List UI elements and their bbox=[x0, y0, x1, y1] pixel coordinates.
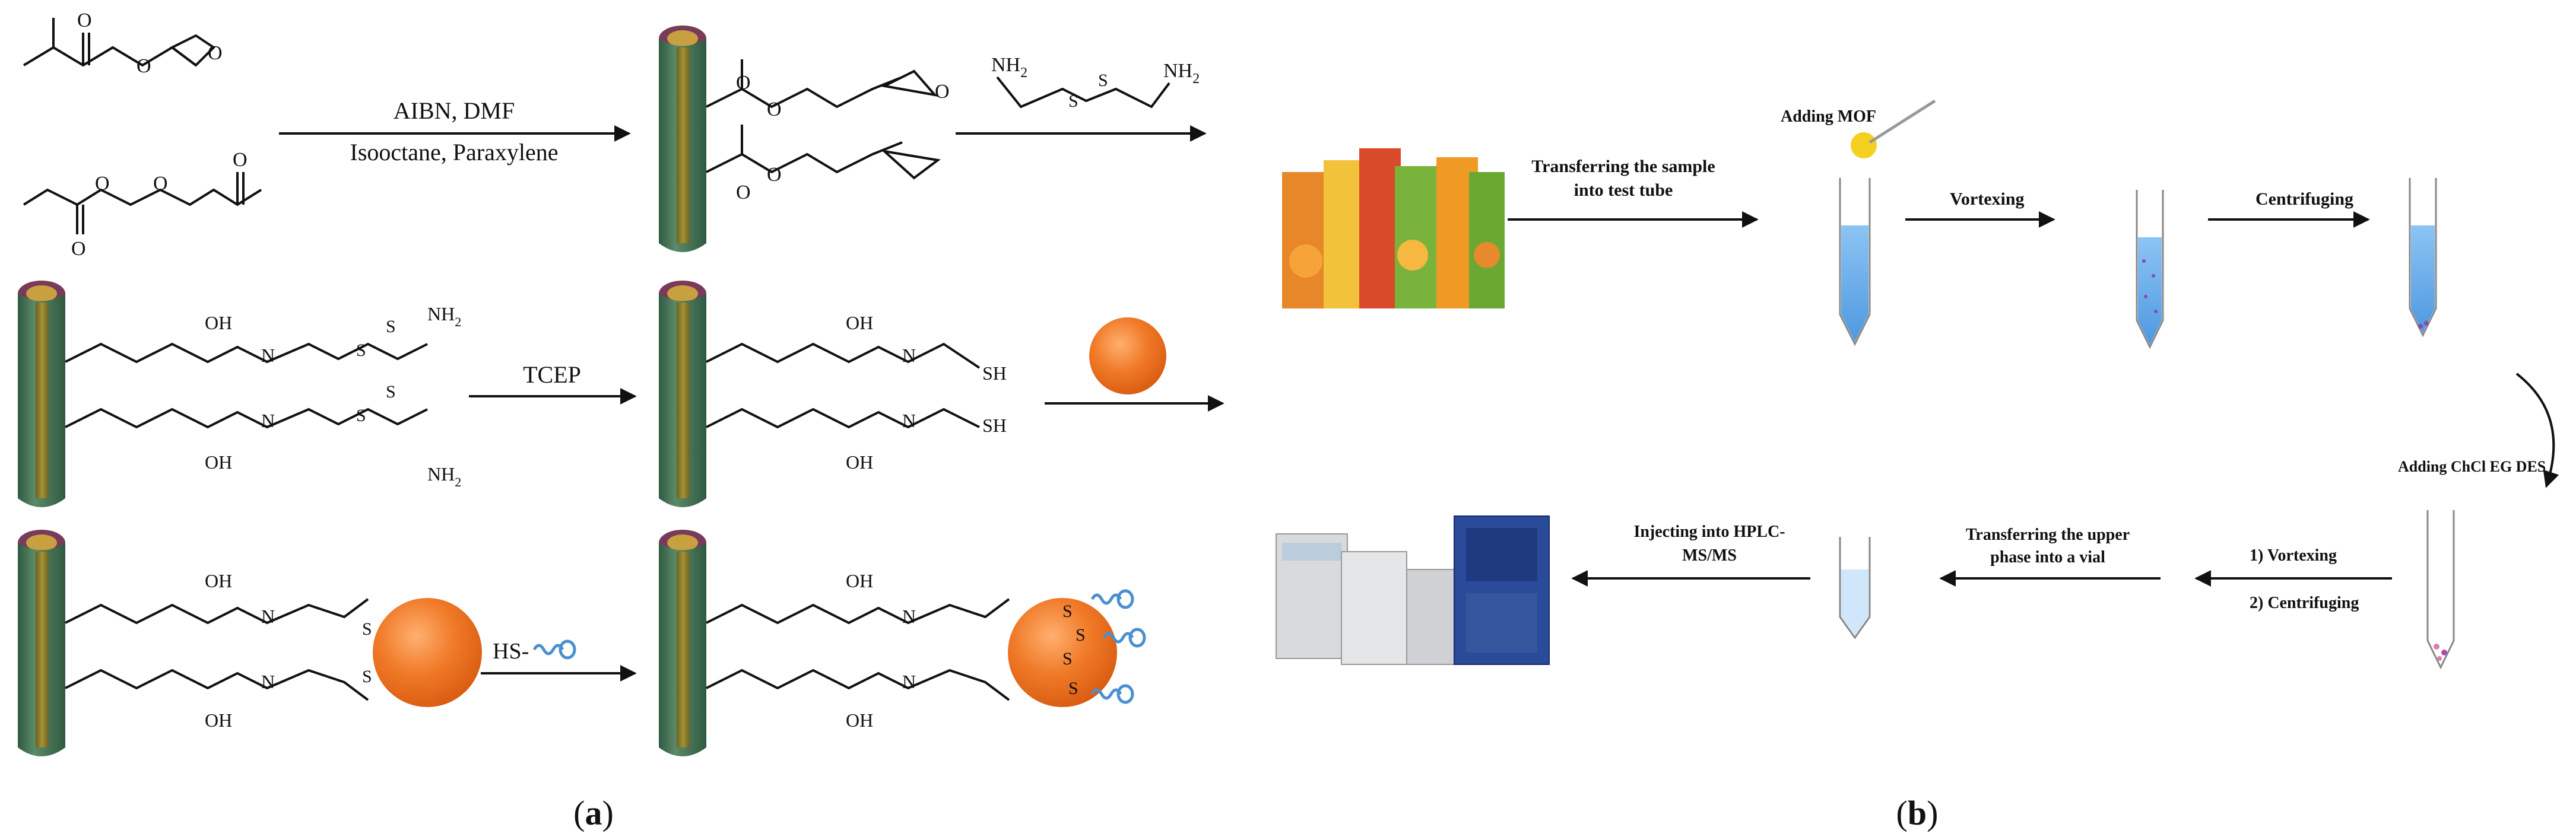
nh2-label: NH2 bbox=[427, 463, 461, 489]
monolith-fiber bbox=[659, 26, 706, 252]
aptamer-icon bbox=[534, 641, 575, 658]
panel-a-caption: (a) bbox=[573, 794, 614, 832]
step-adding-mof: Adding MOF bbox=[1781, 107, 1876, 126]
thiol-aptamer-label: HS- bbox=[493, 639, 529, 664]
oh-label: OH bbox=[205, 570, 232, 591]
oh-label: OH bbox=[205, 709, 232, 731]
monolith-fiber bbox=[18, 281, 65, 507]
ethylene-glycol-diacrylate-structure bbox=[23, 172, 262, 234]
step-vortex-2: 1) Vortexing bbox=[2250, 546, 2337, 565]
test-tube-dispersed bbox=[2136, 190, 2164, 349]
monolith-fiber bbox=[659, 530, 706, 756]
o-label: O bbox=[736, 182, 751, 203]
step1-solvents: Isooctane, Paraxylene bbox=[350, 139, 559, 166]
epoxy-functionalized-chains bbox=[706, 59, 941, 180]
o-label: O bbox=[208, 42, 223, 64]
glycidyl-methacrylate-structure bbox=[23, 18, 216, 67]
n-label: N bbox=[902, 410, 916, 431]
oh-label: OH bbox=[205, 312, 232, 333]
s-label: S bbox=[1098, 71, 1108, 90]
o-label: O bbox=[767, 164, 782, 186]
step-transfer-upper-2: phase into a vial bbox=[1990, 548, 2105, 567]
monolith-fiber bbox=[18, 530, 65, 756]
step-transfer-sample: Transferring the sample bbox=[1531, 157, 1715, 176]
n-label: N bbox=[902, 345, 916, 366]
n-label: N bbox=[261, 606, 275, 627]
s-label: S bbox=[1062, 649, 1073, 669]
s-label: S bbox=[386, 382, 396, 402]
o-label: O bbox=[77, 9, 92, 31]
test-tube-with-des bbox=[2426, 510, 2455, 670]
oh-label: OH bbox=[846, 570, 873, 591]
s-label: S bbox=[1062, 602, 1073, 621]
o-label: O bbox=[935, 81, 950, 103]
step-vortexing: Vortexing bbox=[1950, 189, 2025, 209]
step-centrifuging: Centrifuging bbox=[2255, 189, 2353, 209]
n-label: N bbox=[261, 410, 275, 431]
disulfide-chains bbox=[65, 342, 428, 429]
step-adding-des: Adding ChCl EG DES bbox=[2398, 458, 2546, 475]
s-label: S bbox=[362, 619, 372, 639]
sh-label: SH bbox=[982, 415, 1007, 436]
n-label: N bbox=[261, 345, 275, 366]
n-label: N bbox=[261, 671, 275, 692]
n-label: N bbox=[902, 671, 916, 692]
oh-label: OH bbox=[846, 312, 873, 333]
o-label: O bbox=[153, 173, 168, 195]
step-inject-2: MS/MS bbox=[1682, 546, 1737, 565]
spatula-icon bbox=[1868, 99, 1936, 144]
nh2-label: NH2 bbox=[1163, 60, 1200, 87]
step-centrifuge-2: 2) Centrifuging bbox=[2250, 594, 2359, 612]
oh-label: OH bbox=[846, 709, 873, 731]
o-label: O bbox=[736, 72, 751, 94]
o-label: O bbox=[71, 238, 86, 260]
vial bbox=[1839, 537, 1871, 639]
gold-nanoparticle bbox=[1008, 598, 1117, 707]
s-label: S bbox=[356, 406, 366, 425]
nh2-label: NH2 bbox=[427, 303, 461, 329]
oh-label: OH bbox=[205, 451, 232, 473]
step-transfer-upper: Transferring the upper bbox=[1966, 526, 2130, 544]
nh2-label: NH2 bbox=[991, 54, 1027, 81]
sh-label: SH bbox=[982, 362, 1007, 384]
s-label: S bbox=[1076, 625, 1086, 645]
s-label: S bbox=[1068, 91, 1078, 111]
panel-b-caption: (b) bbox=[1896, 794, 1939, 832]
cystamine-structure bbox=[996, 76, 1170, 109]
monolith-fiber bbox=[659, 281, 706, 507]
mof-powder bbox=[1851, 132, 1877, 158]
aptamer-functionalized-chains bbox=[706, 598, 1010, 701]
s-label: S bbox=[386, 317, 396, 336]
test-tube-with-sample bbox=[1839, 178, 1871, 346]
oh-label: OH bbox=[846, 451, 873, 473]
s-label: S bbox=[362, 667, 372, 686]
panel-b: Transferring the sample into test tube A… bbox=[1276, 99, 2559, 832]
tcep-label: TCEP bbox=[523, 361, 581, 388]
aptamer-icon bbox=[1092, 591, 1132, 607]
juice-samples-image bbox=[1282, 148, 1505, 308]
step-transfer-sample-2: into test tube bbox=[1574, 180, 1673, 200]
process-arrow bbox=[2515, 373, 2559, 488]
s-label: S bbox=[356, 340, 366, 360]
test-tube-centrifuged bbox=[2409, 178, 2437, 338]
np-bound-chains bbox=[65, 598, 369, 701]
o-label: O bbox=[767, 98, 782, 120]
gold-nanoparticle bbox=[373, 598, 482, 707]
panel-a: O O O O O O O AIBN, DMF Isooctane, Parax… bbox=[18, 9, 1224, 832]
o-label: O bbox=[233, 149, 248, 171]
thiol-chains bbox=[706, 342, 981, 429]
step-inject: Injecting into HPLC- bbox=[1633, 523, 1785, 541]
n-label: N bbox=[902, 606, 916, 627]
gold-nanoparticle bbox=[1089, 317, 1166, 394]
o-label: O bbox=[95, 173, 110, 195]
o-label: O bbox=[137, 55, 151, 77]
s-label: S bbox=[1068, 679, 1078, 698]
step1-reagents: AIBN, DMF bbox=[394, 97, 515, 124]
hplc-ms-instrument-image bbox=[1276, 515, 1550, 665]
